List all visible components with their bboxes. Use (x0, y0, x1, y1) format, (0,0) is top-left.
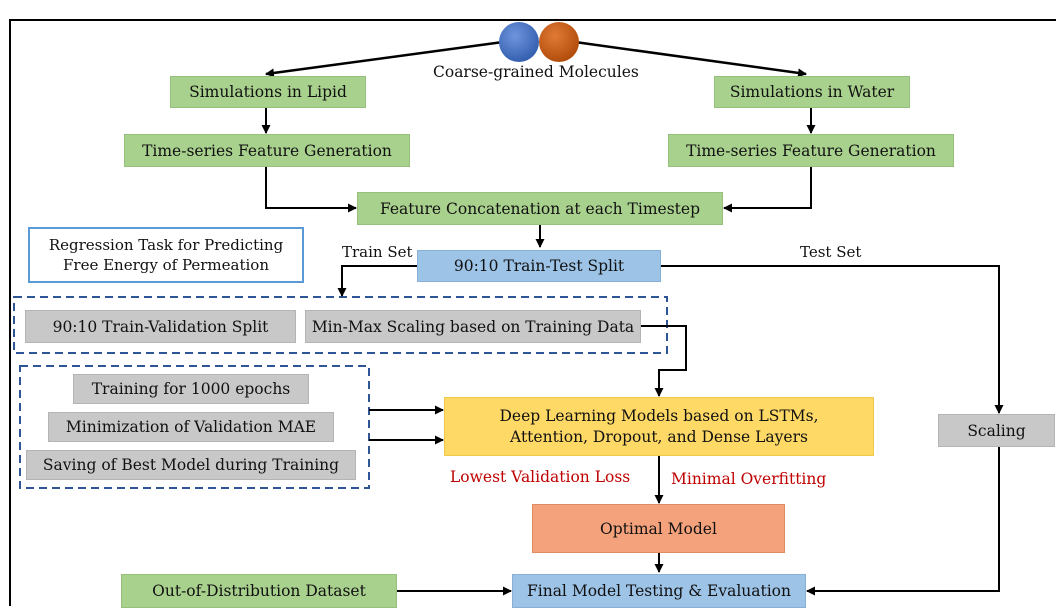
train-test-split-box: 90:10 Train-Test Split (417, 250, 661, 282)
arrow-preprocess-to-models (641, 325, 687, 397)
min-max-scaling-box: Min-Max Scaling based on Training Data (305, 310, 641, 343)
out-of-distribution-box: Out-of-Distribution Dataset (121, 574, 397, 608)
molecule-bead-blue-icon (499, 22, 539, 62)
test-scaling-box: Scaling (938, 414, 1055, 447)
minimization-mae-box: Minimization of Validation MAE (48, 412, 334, 442)
test-set-label: Test Set (800, 243, 862, 261)
training-epochs-box: Training for 1000 epochs (73, 374, 309, 404)
final-testing-box: Final Model Testing & Evaluation (512, 574, 806, 608)
feature-concatenation-box: Feature Concatenation at each Timestep (357, 192, 723, 225)
train-set-label: Train Set (342, 243, 413, 261)
water-feature-generation-box: Time-series Feature Generation (668, 134, 954, 167)
arrow-molecules-to-lipid (265, 40, 504, 78)
arrow-water-features-to-concat (723, 167, 812, 213)
train-validation-split-box: 90:10 Train-Validation Split (25, 310, 296, 343)
models-line-1: Deep Learning Models based on LSTMs, (499, 406, 819, 425)
optimal-model-box: Optimal Model (532, 504, 785, 553)
models-line-2: Attention, Dropout, and Dense Layers (510, 427, 808, 446)
saving-best-model-box: Saving of Best Model during Training (26, 450, 356, 480)
molecules-label: Coarse-grained Molecules (433, 63, 639, 81)
arrow-lipid-features-to-concat (265, 167, 357, 213)
arrow-train-set (337, 265, 417, 297)
task-description-box: Regression Task for Predicting Free Ener… (28, 227, 304, 283)
outer-frame (9, 19, 1056, 606)
training-group (19, 365, 370, 489)
arrow-scaling-to-final (806, 447, 1000, 596)
simulations-water-box: Simulations in Water (714, 76, 910, 108)
lowest-validation-loss-label: Lowest Validation Loss (450, 468, 631, 486)
lipid-feature-generation-box: Time-series Feature Generation (124, 134, 410, 167)
task-description-line-2: Free Energy of Permeation (63, 256, 269, 274)
deep-learning-models-box: Deep Learning Models based on LSTMs, Att… (444, 397, 874, 456)
minimal-overfitting-label: Minimal Overfitting (671, 470, 827, 488)
arrow-molecules-to-water (574, 40, 807, 78)
simulations-lipid-box: Simulations in Lipid (170, 76, 366, 108)
arrow-test-set (661, 265, 1004, 414)
molecule-bead-orange-icon (539, 22, 579, 62)
task-description-line-1: Regression Task for Predicting (48, 235, 284, 254)
